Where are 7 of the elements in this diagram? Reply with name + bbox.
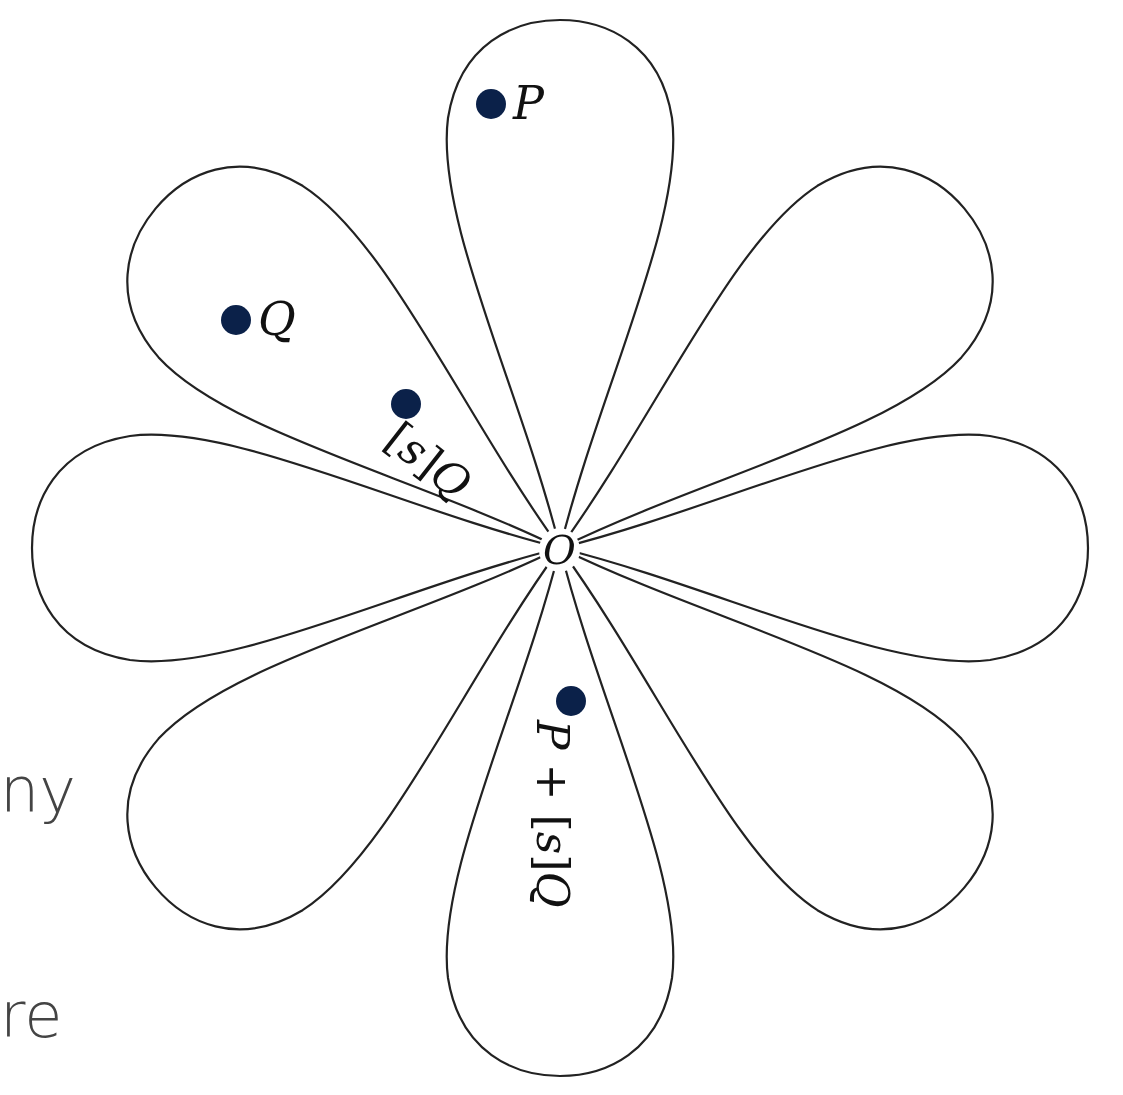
text-fragment: re	[0, 985, 63, 1047]
origin-label: O	[539, 528, 580, 572]
point-label: [s]Q	[377, 415, 479, 507]
text-fragment: ny	[0, 760, 76, 822]
point-label: P	[513, 80, 544, 126]
point-label: P + [s]Q	[530, 720, 574, 908]
point-label: Q	[258, 296, 296, 342]
